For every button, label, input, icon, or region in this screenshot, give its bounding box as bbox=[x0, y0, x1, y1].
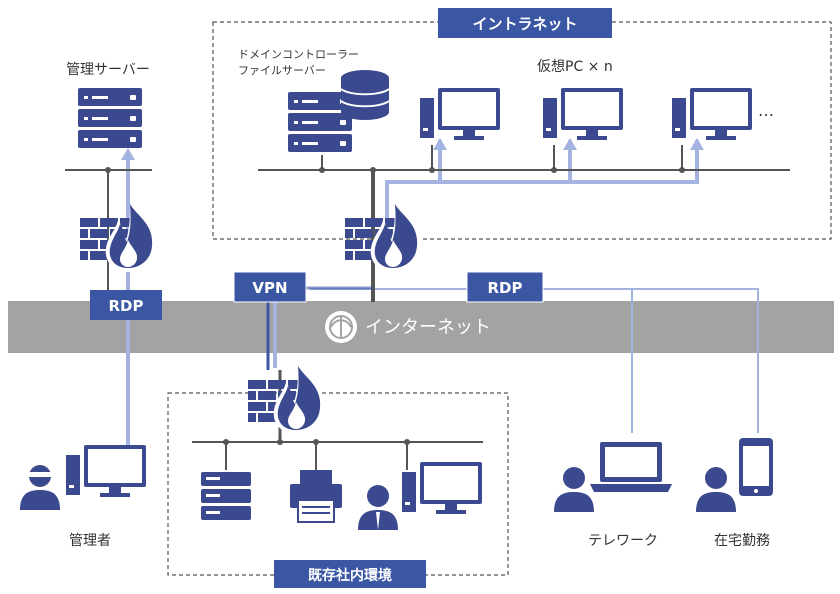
monitor-icon bbox=[420, 88, 500, 140]
internet-label: インターネット bbox=[365, 317, 491, 338]
svg-text:既存社内環境: 既存社内環境 bbox=[308, 567, 392, 584]
existing-env-boundary bbox=[167, 392, 509, 576]
server-icon bbox=[201, 472, 251, 520]
rdp-tag-right bbox=[466, 271, 544, 303]
connection-lines-light bbox=[126, 140, 699, 455]
firewall-icon bbox=[248, 362, 325, 434]
monitor-icon bbox=[672, 88, 752, 140]
svg-text:VPN: VPN bbox=[252, 279, 287, 297]
vpn-tag bbox=[233, 271, 307, 303]
globe-icon bbox=[325, 311, 357, 343]
person-icon bbox=[554, 467, 594, 512]
firewall-icon bbox=[80, 200, 157, 272]
intranet-tag bbox=[438, 8, 612, 38]
svg-text:RDP: RDP bbox=[488, 279, 523, 297]
svg-text:RDP: RDP bbox=[109, 297, 144, 315]
server-icon bbox=[78, 88, 142, 148]
phone-icon bbox=[739, 438, 773, 496]
home-work-label: 在宅勤務 bbox=[714, 533, 770, 549]
admin-label: 管理者 bbox=[69, 533, 111, 549]
domain-controller-label-2: ファイルサーバー bbox=[238, 64, 326, 77]
person-icon bbox=[696, 467, 736, 512]
monitor-icon bbox=[543, 88, 623, 140]
virtual-pc-label: 仮想PC × n bbox=[537, 59, 613, 75]
rdp-tag-left bbox=[90, 290, 162, 320]
person-icon bbox=[20, 465, 60, 510]
monitor-icon bbox=[66, 445, 146, 497]
laptop-icon bbox=[590, 442, 672, 492]
ellipsis-label: … bbox=[758, 101, 774, 120]
management-server-label: 管理サーバー bbox=[66, 62, 150, 78]
monitor-icon bbox=[402, 462, 482, 514]
connection-lines-dark bbox=[65, 145, 790, 470]
database-icon bbox=[340, 70, 390, 120]
telework-label: テレワーク bbox=[588, 533, 658, 549]
svg-text:イントラネット: イントラネット bbox=[472, 15, 577, 33]
person-icon bbox=[358, 485, 398, 530]
existing-env-tag bbox=[274, 560, 426, 588]
printer-icon bbox=[290, 470, 342, 523]
domain-controller-label-1: ドメインコントローラー bbox=[238, 48, 359, 61]
firewall-icon bbox=[345, 200, 422, 272]
